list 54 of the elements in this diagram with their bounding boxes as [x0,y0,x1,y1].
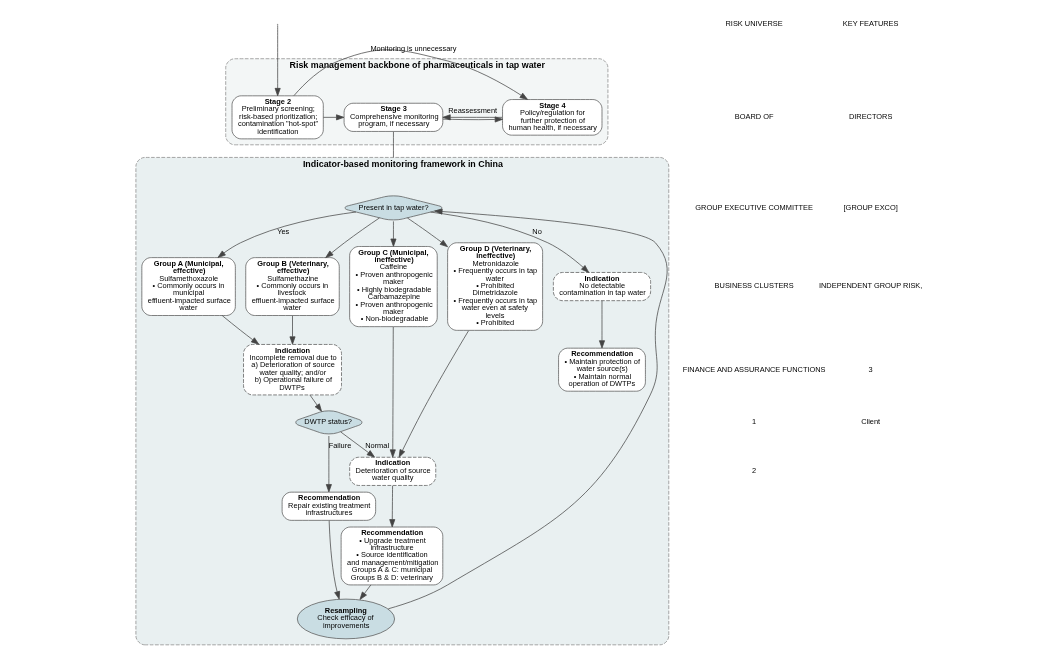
label: BOARD OF [734,112,774,122]
node-box: Recommendation Repair existing treatment infrastructures [281,491,376,521]
edge-label: Normal [365,441,390,451]
node-box: Stage 3 Comprehensive monitoring program, if necessary [343,102,444,132]
node-box: Group B (Veterinary, effective) Sulfamethazine • Commonly occurs in livestock effluent-impacted surface water [245,257,340,316]
node-box: Indication Incomplete removal due to a) Deterioration of source water quality; and/or b) Operational failure of DWTPs [243,344,342,396]
arrow [274,25,281,97]
label: 1 [752,417,757,427]
node-box: Indication Deterioration of source water quality [349,456,437,486]
edge-label: Monitoring is unnecessary [370,43,457,53]
arrow [221,315,260,345]
edge-label: Failure [328,441,352,451]
arrow [398,330,469,458]
edge-label: No [532,226,542,236]
arrow [387,208,668,610]
node-box: Group A (Municipal, effective) Sulfamethoxazole • Commonly occurs in municipal effluent-impacted surface water [141,257,236,316]
arrow [309,394,322,412]
arrow [599,300,605,349]
arrow [359,584,372,600]
label: 2 [752,466,757,476]
label: FINANCE AND ASSURANCE FUNCTIONS [682,364,826,374]
label: Client [861,417,881,427]
arrow [389,485,396,528]
edge-label: Yes [277,226,290,236]
connector [393,131,394,158]
label: 3 [868,364,873,374]
label: GROUP EXECUTIVE COMMITTEE [695,202,813,212]
arrow [322,114,345,121]
label: BUSINESS CLUSTERS [714,281,794,291]
arrow [293,49,528,100]
node-box: Recommendation • Upgrade treatment infrastructure • Source identification and management/mitigation Groups A & C: municipal Groups B & D: veterinary [340,526,444,586]
edge-label: Reassessment [448,105,498,115]
node-box: Stage 4 Policy/regulation for further protection of human health, if necessary [502,99,603,136]
arrow [389,326,396,458]
arrow [390,221,397,247]
node-ellipse: Resampling Check efficacy of improvements [296,598,395,640]
arrow [328,520,340,600]
arrow [430,211,590,273]
label: INDEPENDENT GROUP RISK, [818,281,923,291]
label: KEY FEATURES [842,19,899,29]
arrow [325,435,332,493]
node-box: Group D (Veterinary, ineffective) Metronidazole • Frequently occurs in tap water • Prohibited Dimetridazole • Frequently occurs in tap water even at safety levels • Prohibited [447,242,543,331]
arrow [325,217,380,258]
arrow [407,217,448,248]
arrow [217,211,357,258]
arrow [289,315,296,345]
node-box: Group C (Municipal, ineffective) Caffeine • Proven anthropogenic maker • Highly biodegradable Carbamazepine • Proven anthropogenic maker • Non-biodegradable [349,246,438,327]
node-box: Recommendation • Maintain protection of water source(s) • Maintain normal operation of DWTPs [558,347,646,392]
node-box: Indication No detectable contamination in tap water [553,272,651,302]
label: DIRECTORS [848,112,893,122]
node-box: Stage 2 Preliminary screening; risk-based prioritization; contamination "hot-spot" identification [231,95,324,140]
label: RISK UNIVERSE [725,19,783,29]
label: [GROUP EXCO] [843,202,898,212]
arrow [340,431,375,458]
